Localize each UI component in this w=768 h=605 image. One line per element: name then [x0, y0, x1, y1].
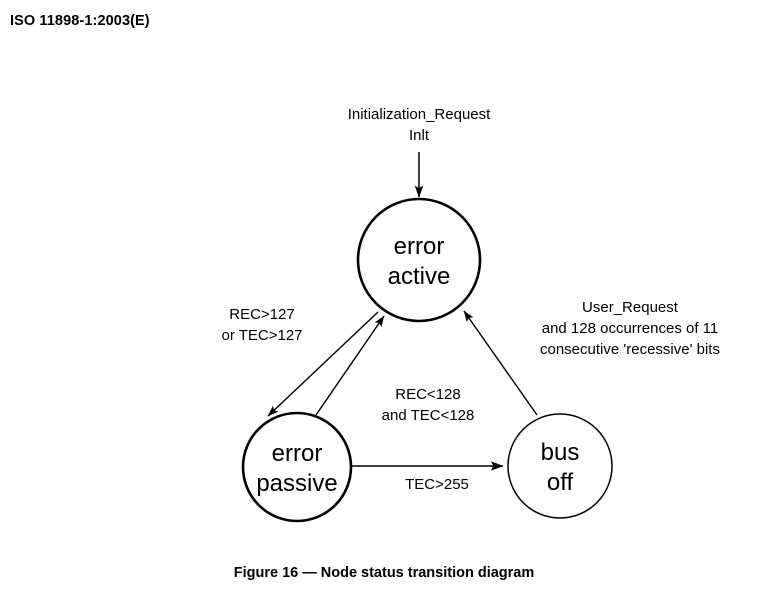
state-bus-off[interactable]: bus off	[507, 413, 613, 519]
document-header: ISO 11898-1:2003(E)	[10, 13, 150, 29]
transition-error-active-to-error-passive	[267, 311, 379, 417]
figure-caption: Figure 16 — Node status transition diagr…	[233, 565, 535, 581]
state-circle-error-active	[356, 197, 482, 323]
transition-error-passive-to-error-active	[315, 315, 385, 416]
state-label-error-passive-line2: passive	[256, 470, 337, 497]
edge-label-rec-gt-127-line2: or TEC>127	[221, 327, 302, 344]
edge-label-rec-gt-127-line1: REC>127	[229, 306, 294, 323]
figure-16: error active error passive bus off Initi…	[0, 60, 768, 550]
edge-label-tec-gt-255: TEC>255	[405, 476, 469, 493]
state-circle-bus-off	[507, 413, 613, 519]
edge-label-error-passive-to-bus-off: TEC>255	[405, 476, 469, 493]
edge-label-init-line1: Initialization_Request	[348, 106, 491, 123]
edge-label-bus-off-to-error-active: User_Request and 128 occurrences of 11 c…	[540, 299, 720, 358]
state-label-error-passive-line1: error	[272, 440, 323, 467]
state-label-bus-off-line1: bus	[541, 439, 580, 466]
state-error-passive[interactable]: error passive	[241, 411, 353, 523]
state-error-active[interactable]: error active	[356, 197, 482, 323]
edge-label-error-active-to-error-passive: REC>127 or TEC>127	[221, 306, 302, 344]
edge-label-user-request-line3: consecutive 'recessive' bits	[540, 341, 720, 358]
state-label-error-active-line2: active	[388, 263, 451, 290]
edge-label-init-line2: Inlt	[409, 127, 430, 144]
edge-label-rec-lt-128-line1: REC<128	[395, 386, 460, 403]
edge-label-error-passive-to-error-active: REC<128 and TEC<128	[382, 386, 475, 424]
state-circle-error-passive	[241, 411, 353, 523]
edge-label-init: Initialization_Request Inlt	[348, 106, 491, 144]
state-label-error-active-line1: error	[394, 233, 445, 260]
edge-label-rec-lt-128-line2: and TEC<128	[382, 407, 475, 424]
transition-bus-off-to-error-active	[463, 310, 538, 416]
state-label-bus-off-line2: off	[547, 469, 574, 496]
edge-label-user-request-line1: User_Request	[582, 299, 679, 316]
edge-label-user-request-line2: and 128 occurrences of 11	[542, 320, 719, 337]
state-transition-diagram: error active error passive bus off Initi…	[221, 106, 720, 523]
